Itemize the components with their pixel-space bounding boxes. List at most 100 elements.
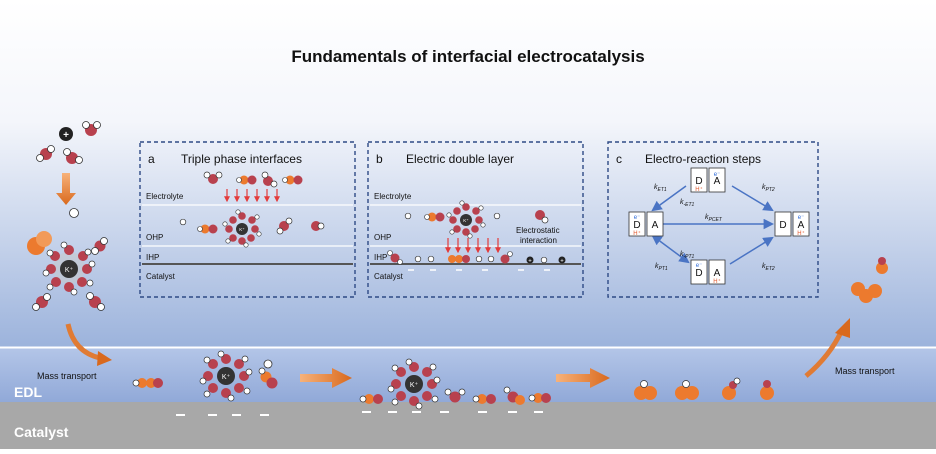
right-product-molecule [851, 257, 888, 303]
edl-hydrated-cation-1: K⁺ [199, 350, 253, 402]
da-top-electron: e⁻ [714, 172, 721, 178]
da-left-electron: e⁻ [634, 215, 641, 221]
edl-molecule-2 [258, 367, 278, 389]
edl-arrow-2 [556, 368, 610, 388]
left-water-6 [86, 292, 105, 311]
edl-cation-2-label: K⁺ [410, 382, 419, 389]
panel-b-heading: Electric double layer [406, 152, 514, 166]
panel-b-layer-electrolyte: Electrolyte [374, 192, 412, 201]
mass-transport-left-label: Mass transport [37, 371, 97, 381]
panel-c-letter: c [616, 152, 622, 166]
panel-a: a Triple phase interfaces Electrolyte OH… [139, 141, 356, 298]
da-bottom-d: D [695, 268, 702, 279]
panel-a-heading: Triple phase interfaces [181, 152, 302, 166]
mass-transport-right-label: Mass transport [835, 366, 895, 376]
panel-b-letter: b [376, 152, 383, 166]
edl-hydrated-cation-2: K⁺ [387, 358, 441, 410]
catalyst-band [0, 402, 936, 449]
da-box-top: D A H⁺ e⁻ [690, 167, 726, 193]
right-mass-transport-arrowhead [835, 318, 850, 338]
da-right-electron: e⁻ [798, 215, 805, 221]
arrow-pt1 [651, 234, 690, 264]
edl-band [0, 347, 936, 402]
edl-product-1 [634, 380, 657, 400]
left-cation-label: K⁺ [65, 267, 74, 274]
svg-text:+: + [560, 259, 564, 265]
left-water-3 [63, 148, 83, 164]
da-right-a: A [798, 220, 805, 231]
edl-hydrogen-1 [263, 359, 273, 369]
panel-c-heading: Electro-reaction steps [645, 152, 761, 166]
da-box-left: D A e⁻ H⁺ [628, 211, 664, 237]
da-bottom-a: A [714, 268, 721, 279]
rate-et1: kET1 [654, 184, 667, 193]
panel-a-red-arrows [224, 189, 280, 203]
catalyst-label: Catalyst [14, 424, 69, 440]
edl-molecule-5 [472, 394, 496, 404]
edl-molecule-6 [503, 386, 525, 405]
svg-text:+: + [528, 259, 532, 265]
da-bottom-proton: H⁺ [713, 278, 721, 285]
left-hydrated-cation: K⁺ [42, 241, 96, 296]
page-title: Fundamentals of interfacial electrocatal… [291, 47, 644, 66]
rate-minus-et1: k-ET1 [680, 199, 695, 208]
left-water-5 [32, 293, 51, 311]
da-top-d: D [695, 176, 702, 187]
left-down-arrow [56, 173, 76, 205]
panel-a-letter: a [148, 152, 155, 166]
edl-molecule-4 [444, 388, 466, 403]
rate-pcet: kPCET [705, 214, 723, 223]
panel-b: b Electric double layer Electrolyte OHP … [367, 141, 584, 298]
panel-b-note-line2: interaction [520, 236, 557, 245]
edl-label: EDL [14, 384, 42, 400]
edl-product-3 [722, 377, 741, 400]
left-water-1 [82, 121, 101, 136]
da-right-proton: H⁺ [797, 230, 805, 237]
da-top-a: A [714, 176, 721, 187]
rate-pt1: kPT1 [655, 263, 668, 272]
edl-molecule-7 [528, 393, 551, 403]
panel-b-cation-label: K⁺ [463, 218, 469, 223]
panel-a-layer-electrolyte: Electrolyte [146, 192, 184, 201]
panel-a-layer-catalyst: Catalyst [146, 272, 176, 281]
da-left-proton: H⁺ [633, 230, 641, 237]
panel-b-layer-ihp: IHP [374, 253, 387, 262]
arrow-et1 [651, 185, 687, 212]
panel-b-note-line1: Electrostatic [516, 226, 560, 235]
rate-pt2: kPT2 [762, 184, 775, 193]
da-left-d: D [633, 220, 640, 231]
svg-text:+: + [63, 130, 69, 141]
edl-molecule-3 [359, 394, 383, 404]
edl-arrow-1 [300, 368, 352, 388]
edl-product-2 [675, 380, 699, 400]
da-bottom-electron: e⁻ [696, 263, 703, 269]
da-left-a: A [652, 220, 659, 231]
edl-cation-1-label: K⁺ [222, 374, 231, 381]
panel-a-layer-ohp: OHP [146, 233, 163, 242]
edl-molecule-1 [132, 378, 163, 388]
panel-b-red-arrows [445, 238, 501, 254]
left-mass-transport-arrow [65, 323, 101, 361]
edl-product-4 [760, 380, 774, 400]
panel-a-cation-label: K⁺ [239, 227, 245, 232]
da-box-right: D A e⁻ H⁺ [774, 211, 810, 237]
panel-b-layer-catalyst: Catalyst [374, 272, 404, 281]
left-hydrogen-atom [69, 208, 79, 218]
rate-minus-pt1: k-PT1 [680, 251, 695, 260]
left-orange-molecule [27, 231, 52, 255]
da-box-bottom: D A e⁻ H⁺ [690, 259, 726, 285]
panel-b-layer-ohp: OHP [374, 233, 391, 242]
arrow-et2 [729, 236, 774, 265]
da-right-d: D [779, 220, 786, 231]
rate-et2: kET2 [762, 263, 775, 272]
panel-a-layer-ihp: IHP [146, 253, 159, 262]
left-water-4 [91, 237, 108, 255]
panel-c: c Electro-reaction steps D A H⁺ e⁻ D A e… [607, 141, 819, 298]
left-cation-plus: + [59, 127, 73, 141]
electrolyte-background [0, 0, 936, 347]
left-water-2 [36, 145, 55, 162]
arrow-pt2 [731, 185, 774, 212]
da-top-proton: H⁺ [695, 186, 703, 193]
